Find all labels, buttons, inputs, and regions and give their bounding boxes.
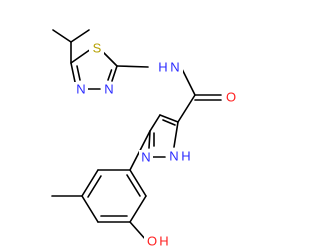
pyrazole-n-label: N: [141, 149, 150, 164]
bond-c4-c5-double: [162, 119, 176, 126]
pyrazole-nh-hydrogen-label: H: [181, 148, 190, 163]
atom-label-layer: S N H N N O N H N O H: [74, 40, 238, 248]
bond-phenyl-hydroxy: [129, 221, 147, 241]
hydroxy-hydrogen-label: H: [159, 233, 168, 248]
bond-carbonyl-pyrazole: [177, 94, 196, 123]
thiadiazole-n4-label: N: [76, 81, 85, 96]
bond-c5-s1: [70, 48, 92, 64]
bond-isopropyl-methyl-2: [70, 29, 90, 43]
bond-namide-carbonyl: [180, 66, 196, 96]
bond-layer: [51, 29, 222, 241]
bond-ph-c6-c5: [81, 169, 99, 197]
amide-hydrogen-label: H: [158, 59, 167, 74]
bond-c2-namide: [116, 65, 149, 68]
bond-ph-c6-c5-double: [87, 175, 102, 198]
bond-isopropyl-methyl-1: [52, 29, 72, 43]
bond-c4-c5: [159, 114, 179, 123]
hydroxy-oxygen-label: O: [147, 233, 157, 248]
bond-n2-c3: [148, 130, 151, 149]
bond-ph-c3-c2: [129, 195, 147, 223]
bond-s1-c2: [102, 51, 118, 67]
bond-ph-c2-c1: [129, 169, 147, 197]
thiadiazole-n3-label: N: [104, 81, 113, 96]
molecule-drawing: S N H N N O N H N O H: [51, 29, 238, 248]
pyrazole-nh-nitrogen-label: N: [169, 148, 178, 163]
sulfur-atom-label: S: [93, 40, 102, 55]
bond-n4-c5-double: [76, 65, 81, 81]
bond-c2-n3-double: [107, 69, 113, 81]
bond-c5-n1: [173, 121, 179, 148]
bond-c2-n3: [111, 65, 118, 82]
chemical-structure-figure: S N H N N O N H N O H: [51, 29, 238, 248]
bond-n4-c5: [70, 62, 76, 83]
bond-ph-c5-c4: [81, 195, 99, 223]
bond-c3-c4: [149, 114, 161, 132]
carbonyl-oxygen-label: O: [226, 89, 236, 104]
bond-ph-c2-c1-double: [126, 174, 141, 197]
amide-nitrogen-label: N: [170, 59, 179, 74]
